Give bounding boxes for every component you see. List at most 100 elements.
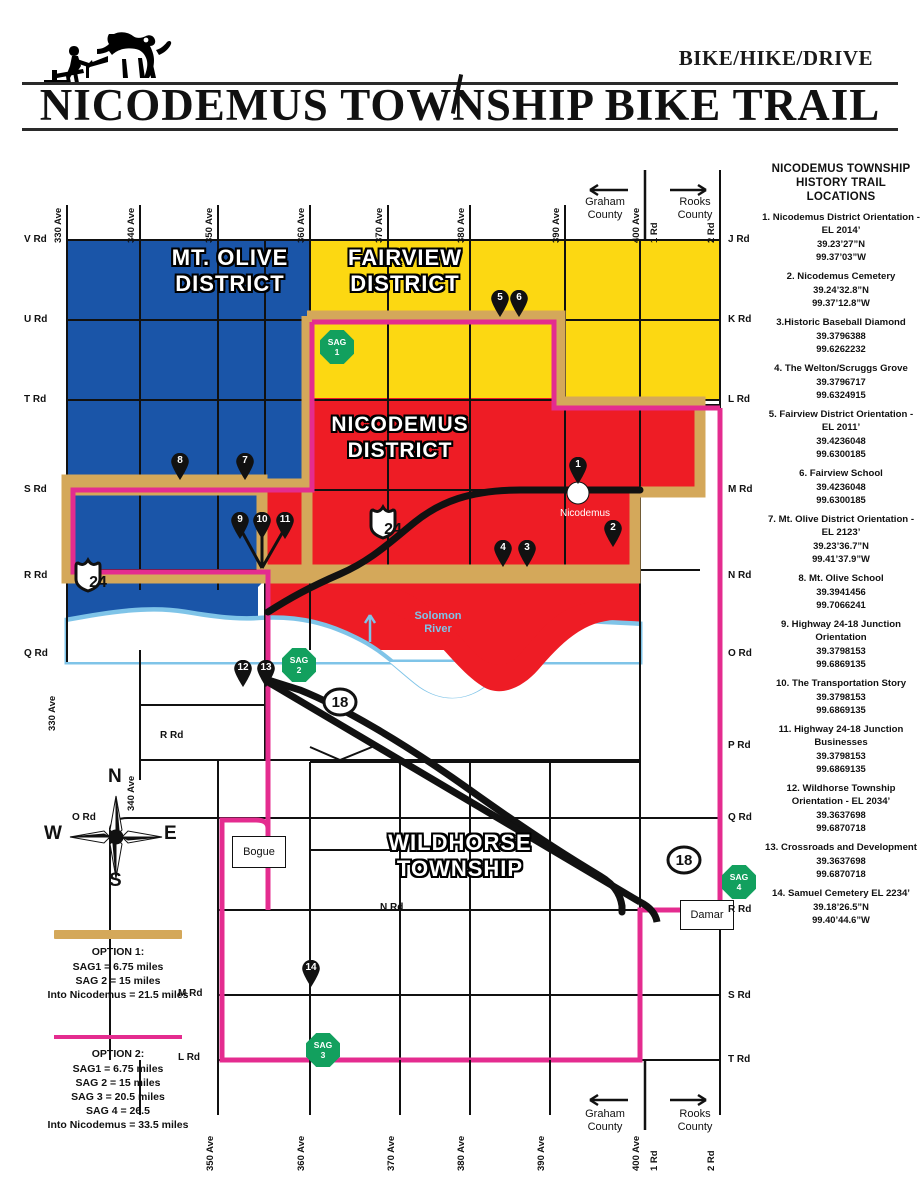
location-name: 8. Mt. Olive School (798, 573, 884, 584)
road-label-left-1: U Rd (24, 314, 48, 325)
ave-label-bot-1: 360 Ave (296, 1135, 307, 1171)
road-label-right-1: K Rd (728, 314, 752, 325)
county-label-rooks-bottom: Rooks County (677, 1108, 713, 1133)
location-longitude: 99.40’44.6”W (812, 914, 870, 925)
map-pin-8[interactable]: 8 (170, 453, 190, 480)
location-longitude: 99.6870718 (816, 868, 866, 879)
district-label-fairview: FAIRVIEW DISTRICT (348, 245, 462, 296)
county-label-rooks-top: Rooks County (677, 196, 713, 221)
road-label-left-2: T Rd (24, 394, 47, 405)
road-label-inner-r: R Rd (160, 730, 184, 741)
road-jog (309, 746, 373, 762)
compass-rose: N S W E (44, 766, 186, 893)
location-name: 14. Samuel Cemetery EL 2234’ (772, 888, 910, 899)
sag-label: SAG (289, 655, 309, 665)
sag-marker-1[interactable]: SAG 1 (320, 330, 354, 364)
map-pin-9[interactable]: 9 (230, 512, 250, 539)
horse-plow-icon (44, 32, 172, 83)
location-latitude: 39.4236048 (816, 435, 866, 446)
location-name: 2. Nicodemus Cemetery (786, 271, 896, 282)
ave-label-top-3: 360 Ave (296, 207, 307, 243)
location-longitude: 99.41’37.9”W (812, 553, 870, 564)
sag-number: 2 (296, 665, 302, 675)
map-pin-14[interactable]: 14 (301, 960, 321, 987)
sag-marker-3[interactable]: SAG 3 (306, 1033, 340, 1067)
map-pin-7[interactable]: 7 (235, 453, 255, 480)
road-label-right-6: P Rd (728, 740, 751, 751)
ave-label-side-0: 330 Ave (47, 695, 58, 731)
location-longitude: 99.6300185 (816, 448, 866, 459)
location-latitude: 39.23’36.7”N (813, 540, 869, 551)
sag-marker-4[interactable]: SAG 4 (722, 865, 756, 899)
page-title: NICODEMUS TOWNSHIP BIKE TRAIL (39, 80, 881, 130)
location-latitude: 39.3637698 (816, 809, 866, 820)
location-latitude: 39.3798153 (816, 750, 866, 761)
map-pin-3[interactable]: 3 (517, 540, 537, 567)
ave-label-top-7: 400 Ave (631, 207, 642, 243)
svg-text:18: 18 (332, 694, 349, 711)
legend-option-1-line-2: Into Nicodemus = 21.5 miles (47, 989, 189, 1001)
map-pin-6[interactable]: 6 (509, 290, 529, 317)
sag-number: 4 (736, 882, 742, 892)
location-entry-3: 3.Historic Baseball Diamond 39.3796388 99.… (762, 316, 920, 355)
avenue-ticks-top (66, 170, 721, 240)
legend-option-1-heading: OPTION 1: (91, 946, 145, 958)
highway-18-shield-lower: 18 (666, 845, 702, 875)
sag-number: 1 (334, 347, 340, 357)
trail-map[interactable]: 24 24 18 18 (0, 150, 760, 1200)
road-label-left-4: R Rd (24, 570, 48, 581)
sag-marker-2[interactable]: SAG 2 (282, 648, 316, 682)
location-entry-5: 5. Fairview District Orientation - EL 20… (762, 408, 920, 460)
map-pin-1[interactable]: 1 (568, 457, 588, 484)
location-latitude: 39.3798153 (816, 691, 866, 702)
compass-north: N (108, 766, 122, 787)
location-entry-12: 12. Wildhorse Township Orientation - EL … (762, 782, 920, 834)
city-label-nicodemus: Nicodemus (559, 508, 611, 519)
map-pin-2[interactable]: 2 (603, 520, 623, 547)
location-longitude: 99.6869135 (816, 704, 866, 715)
ave-label-top-1: 340 Ave (126, 207, 137, 243)
location-latitude: 39.3796388 (816, 330, 866, 341)
road-label-inner-m: M Rd (178, 988, 203, 999)
ave-label-top-0: 330 Ave (53, 207, 64, 243)
location-name: 11. Highway 24-18 Junction Businesses (778, 724, 904, 748)
sag-label: SAG (313, 1040, 333, 1050)
map-pin-10[interactable]: 10 (252, 512, 272, 539)
map-pin-13[interactable]: 13 (256, 660, 276, 687)
location-name: 6. Fairview School (799, 468, 883, 479)
location-name: 12. Wildhorse Township Orientation - EL … (786, 783, 896, 807)
ave-label-bot-5: 400 Ave (631, 1135, 642, 1171)
location-name: 9. Highway 24-18 Junction Orientation (781, 619, 901, 643)
road-label-right-8: R Rd (728, 904, 752, 915)
legend-option-2-line-1: SAG 2 = 15 miles (75, 1077, 161, 1089)
ave-label-top-4: 370 Ave (374, 207, 385, 243)
ave-label-bot-4: 390 Ave (536, 1135, 547, 1171)
highway-24-road (264, 486, 644, 616)
highway-18-road-b (266, 678, 661, 923)
solomon-river-arrow (363, 614, 377, 642)
legend-option-2-line-3: SAG 4 = 26.5 (86, 1105, 150, 1117)
legend-swatch-option-2 (54, 1035, 182, 1039)
map-pin-11[interactable]: 11 (275, 512, 295, 539)
map-pin-5[interactable]: 5 (490, 290, 510, 317)
location-name: 3.Historic Baseball Diamond (776, 317, 906, 328)
road-label-left-3: S Rd (24, 484, 47, 495)
map-pin-12[interactable]: 12 (233, 660, 253, 687)
ave-label-top-9: 2 Rd (706, 222, 717, 243)
svg-text:18: 18 (676, 852, 693, 869)
road-label-right-5: O Rd (728, 648, 752, 659)
map-pin-4[interactable]: 4 (493, 540, 513, 567)
location-longitude: 99.37’12.8”W (812, 297, 870, 308)
location-longitude: 99.6262232 (816, 343, 866, 354)
sag-label: SAG (729, 872, 749, 882)
page-header: BIKE/HIKE/DRIVE NICODEMUS TOWNSHIP BIKE … (0, 0, 921, 150)
svg-text:24: 24 (89, 574, 107, 591)
location-longitude: 99.6869135 (816, 763, 866, 774)
highway-24-shield-lower: 24 (74, 556, 107, 593)
legend-option-2-line-4: Into Nicodemus = 33.5 miles (47, 1119, 189, 1131)
location-name: 4. The Welton/Scruggs Grove (774, 363, 908, 374)
county-label-graham-top: Graham County (585, 196, 625, 221)
